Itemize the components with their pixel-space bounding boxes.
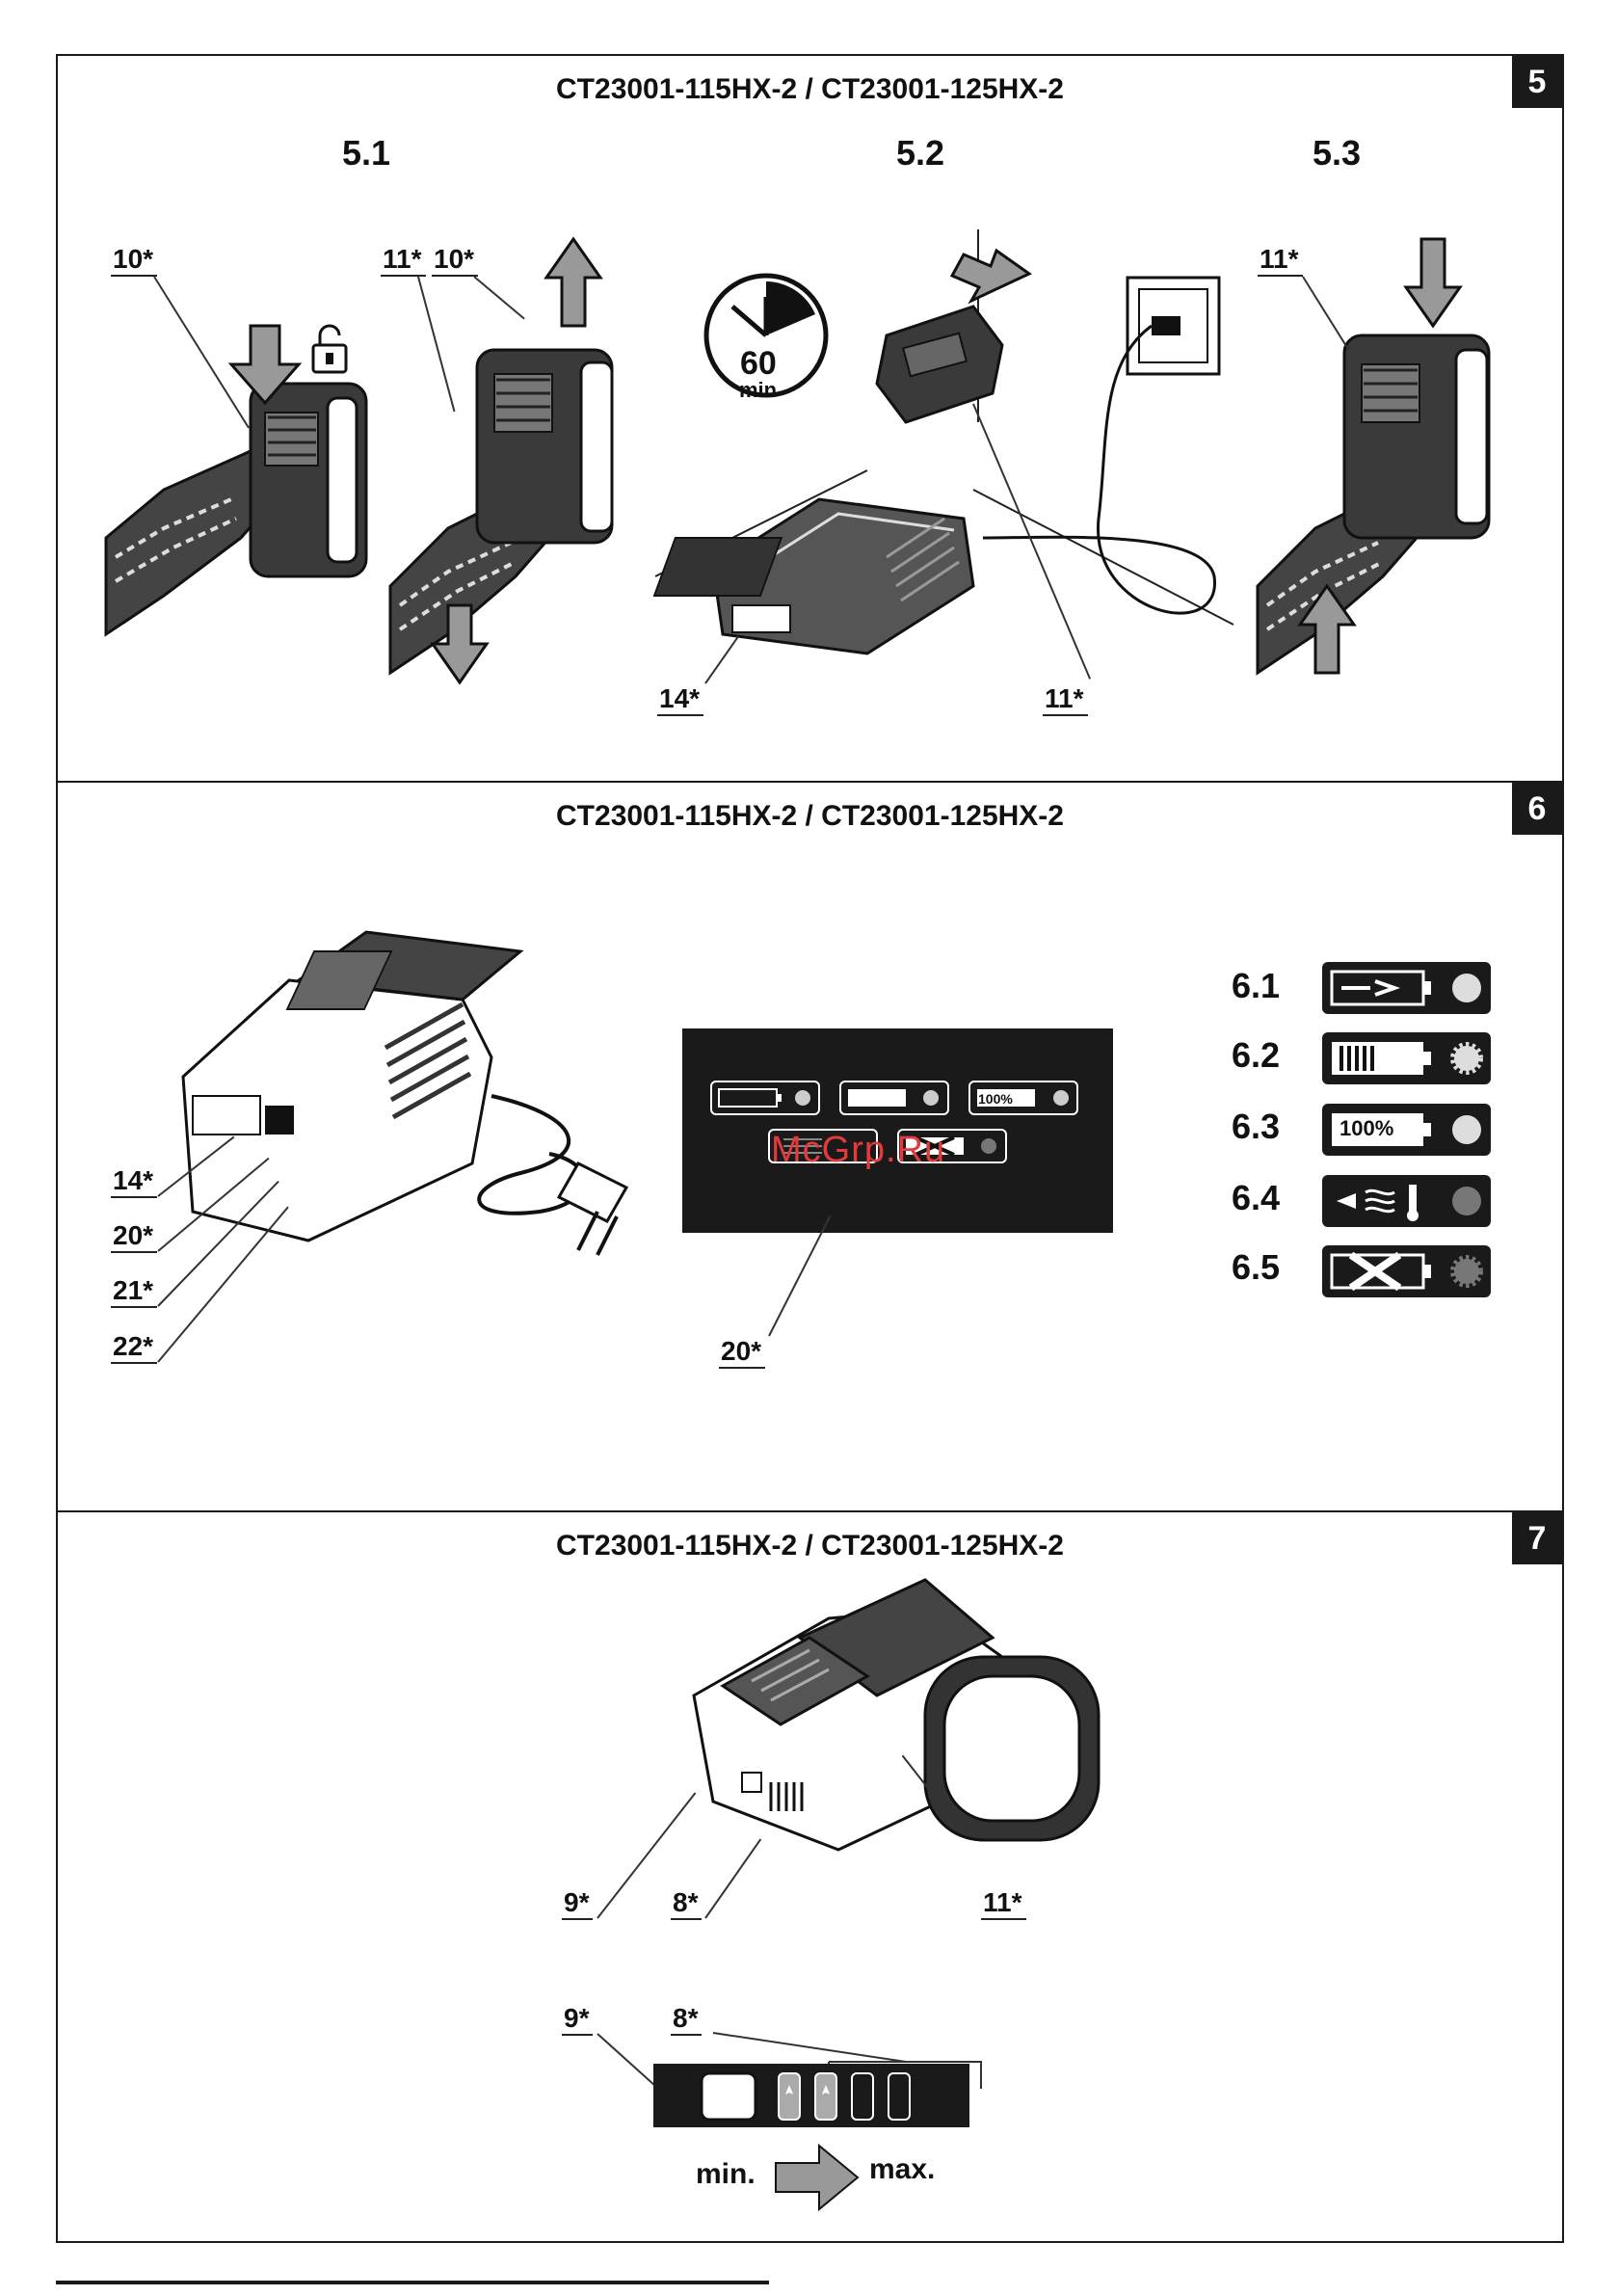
label-9-battery: 9* — [562, 1888, 593, 1920]
legend-6-2-number: 6.2 — [1232, 1035, 1280, 1076]
battery-pack-illustration — [684, 1580, 1108, 1869]
charging-scene-illustration — [646, 249, 1262, 731]
panel-5-title: CT23001-115HX-2 / CT23001-125HX-2 — [58, 73, 1562, 106]
panel-6-title: CT23001-115HX-2 / CT23001-125HX-2 — [58, 800, 1562, 833]
display-icon-fast — [840, 1081, 948, 1114]
label-20: 20* — [111, 1221, 157, 1253]
label-11-b: 11* — [381, 245, 426, 277]
scale-arrow-icon — [776, 2144, 862, 2211]
display-full-text: 100% — [978, 1091, 1013, 1107]
step-5-3: 5.3 — [1313, 133, 1361, 174]
label-9-indicator: 9* — [562, 2004, 593, 2036]
legend-6-3-text: 100% — [1339, 1116, 1393, 1141]
panel-5: CT23001-115HX-2 / CT23001-125HX-2 5 5.1 … — [56, 54, 1564, 784]
footer-rule — [56, 2281, 769, 2284]
label-21: 21* — [111, 1276, 157, 1308]
grinder-battery-removal-illustration — [390, 239, 641, 692]
panel-7: CT23001-115HX-2 / CT23001-125HX-2 7 9* 8… — [56, 1510, 1564, 2243]
label-11-pack: 11* — [981, 1888, 1026, 1920]
scale-min: min. — [696, 2158, 756, 2191]
level-button — [702, 2073, 756, 2120]
grinder-battery-insert-illustration — [1258, 239, 1518, 692]
charger-illustration — [173, 922, 675, 1279]
label-10-b: 10* — [432, 245, 478, 277]
label-22: 22* — [111, 1332, 157, 1364]
panel-6-number: 6 — [1512, 783, 1562, 835]
watermark: McGrp.Ru — [771, 1130, 945, 1171]
legend-6-4-number: 6.4 — [1232, 1178, 1280, 1218]
step-5-2: 5.2 — [896, 133, 944, 174]
panel-6: CT23001-115HX-2 / CT23001-125HX-2 6 14* … — [56, 781, 1564, 1513]
battery-fault-icon — [1322, 1245, 1491, 1297]
temperature-icon — [1322, 1175, 1491, 1227]
legend-6-3-number: 6.3 — [1232, 1107, 1280, 1147]
label-11-insert: 11* — [1258, 245, 1303, 277]
unlock-icon — [313, 326, 346, 372]
legend-6-5-number: 6.5 — [1232, 1247, 1280, 1288]
label-8-battery: 8* — [671, 1888, 702, 1920]
panel-7-number: 7 — [1512, 1512, 1562, 1564]
label-8-indicator: 8* — [671, 2004, 702, 2036]
display-icon-charging — [711, 1081, 819, 1114]
legend-6-1-number: 6.1 — [1232, 966, 1280, 1006]
battery-level-indicator — [653, 2064, 971, 2131]
label-11-battery: 11* — [1043, 684, 1088, 716]
step-5-1: 5.1 — [342, 133, 390, 174]
label-14: 14* — [111, 1166, 157, 1198]
label-10-a: 10* — [111, 245, 157, 277]
label-14-charger: 14* — [657, 684, 703, 716]
panel-7-title: CT23001-115HX-2 / CT23001-125HX-2 — [58, 1530, 1562, 1562]
panel-5-number: 5 — [1512, 56, 1562, 108]
timer-unit: min — [739, 378, 777, 403]
label-20-display: 20* — [719, 1337, 765, 1369]
scale-max: max. — [869, 2153, 935, 2186]
battery-level-icon — [1322, 1032, 1491, 1084]
grinder-unlock-illustration — [106, 210, 376, 654]
battery-charging-icon — [1322, 962, 1491, 1014]
